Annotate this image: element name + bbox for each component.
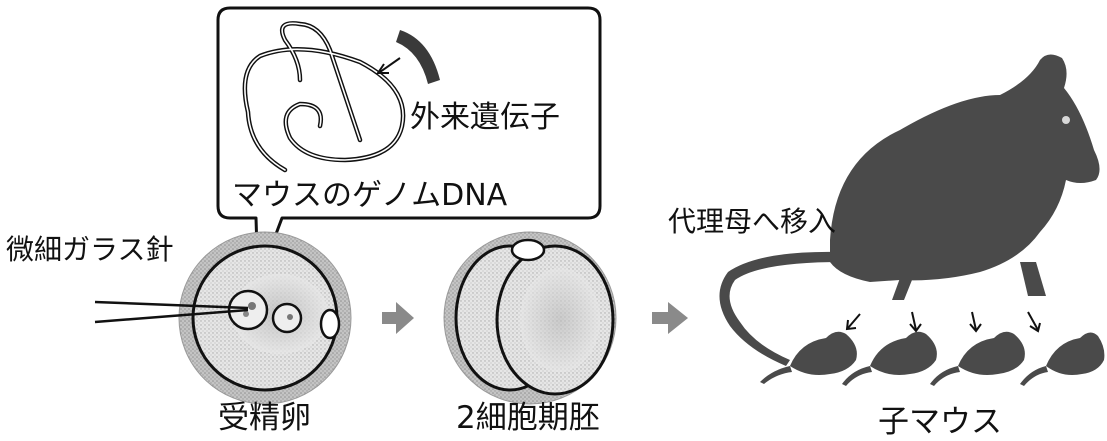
down-arrow-icon (909, 311, 922, 333)
surrogate-mother-mouse (719, 54, 1100, 366)
down-arrow-icon (845, 313, 861, 331)
genome-dna-label: マウスのゲノムDNA (232, 178, 508, 213)
needle-label: 微細ガラス針 (6, 233, 174, 266)
process-arrow-icon (652, 302, 688, 334)
transfer-label: 代理母へ移入 (668, 205, 837, 238)
two-cell-embryo (443, 231, 617, 405)
insertion-arrow-icon (376, 57, 401, 74)
micro-glass-needle (94, 300, 249, 324)
pup-mouse (760, 331, 857, 384)
pronucleus-female (271, 302, 303, 334)
transgene-label: 外来遺伝子 (410, 100, 560, 135)
down-arrow-icon (1027, 311, 1041, 333)
stage-label-two-cell-embryo: 2細胞期胚 (456, 400, 600, 436)
genome-dna-strand-inner (244, 22, 404, 171)
pup-mouse (1020, 332, 1105, 386)
stage-label-fertilized-egg: 受精卵 (218, 400, 311, 436)
stage-label-pups: 子マウス (878, 404, 1002, 440)
pup-arrows (845, 311, 1041, 333)
fertilized-egg (178, 231, 352, 405)
polar-body (510, 238, 546, 262)
down-arrow-icon (969, 311, 982, 333)
process-arrow-icon (382, 302, 414, 334)
pup-mouse (842, 331, 937, 386)
mother-eye (1062, 116, 1070, 124)
transgene-fragment (396, 30, 440, 84)
polar-body (319, 308, 341, 340)
pup-mouse (930, 331, 1025, 386)
